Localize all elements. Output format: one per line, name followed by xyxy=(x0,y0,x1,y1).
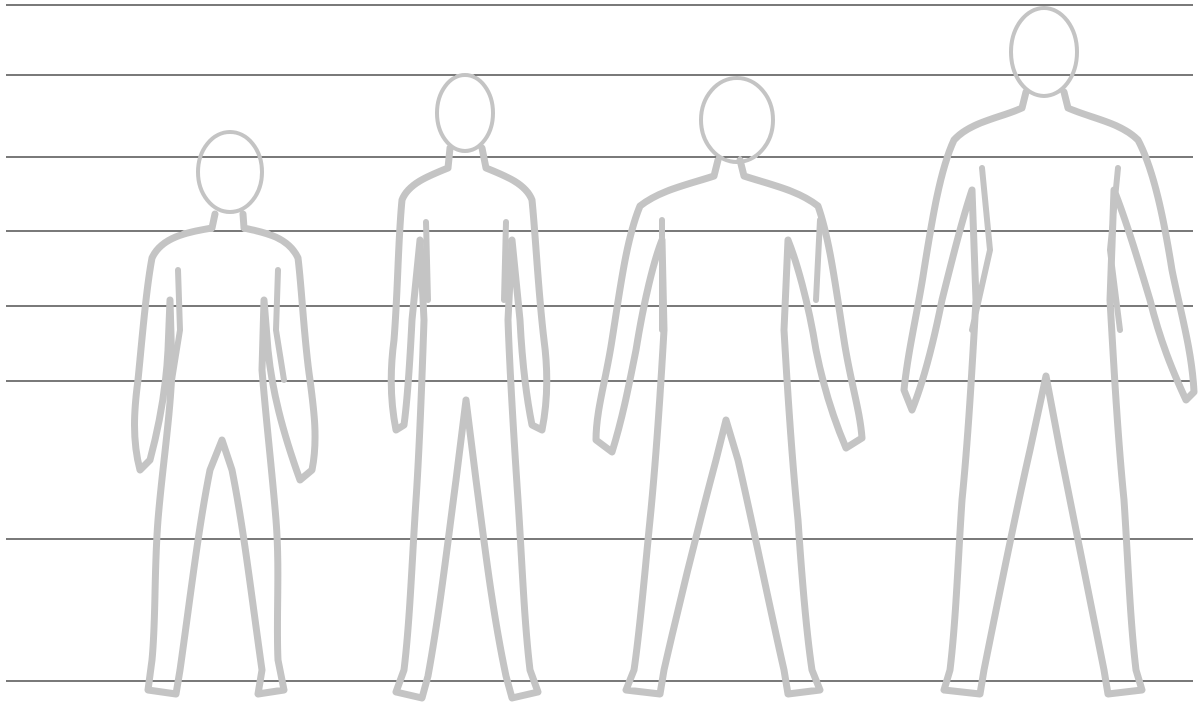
figure-4 xyxy=(904,8,1194,694)
figure-2 xyxy=(391,75,547,698)
figure-3 xyxy=(596,78,862,694)
figure-2-arm-detail xyxy=(426,222,506,300)
figure-1-head xyxy=(198,132,262,212)
guide-lines xyxy=(6,5,1193,681)
figure-2-head xyxy=(437,75,493,151)
figure-4-head xyxy=(1011,8,1077,96)
figure-1-body-outline xyxy=(135,214,316,694)
figure-1 xyxy=(135,132,316,694)
figure-3-body-outline xyxy=(596,160,862,694)
figure-4-body-outline xyxy=(904,92,1194,694)
figure-3-head xyxy=(701,78,773,162)
